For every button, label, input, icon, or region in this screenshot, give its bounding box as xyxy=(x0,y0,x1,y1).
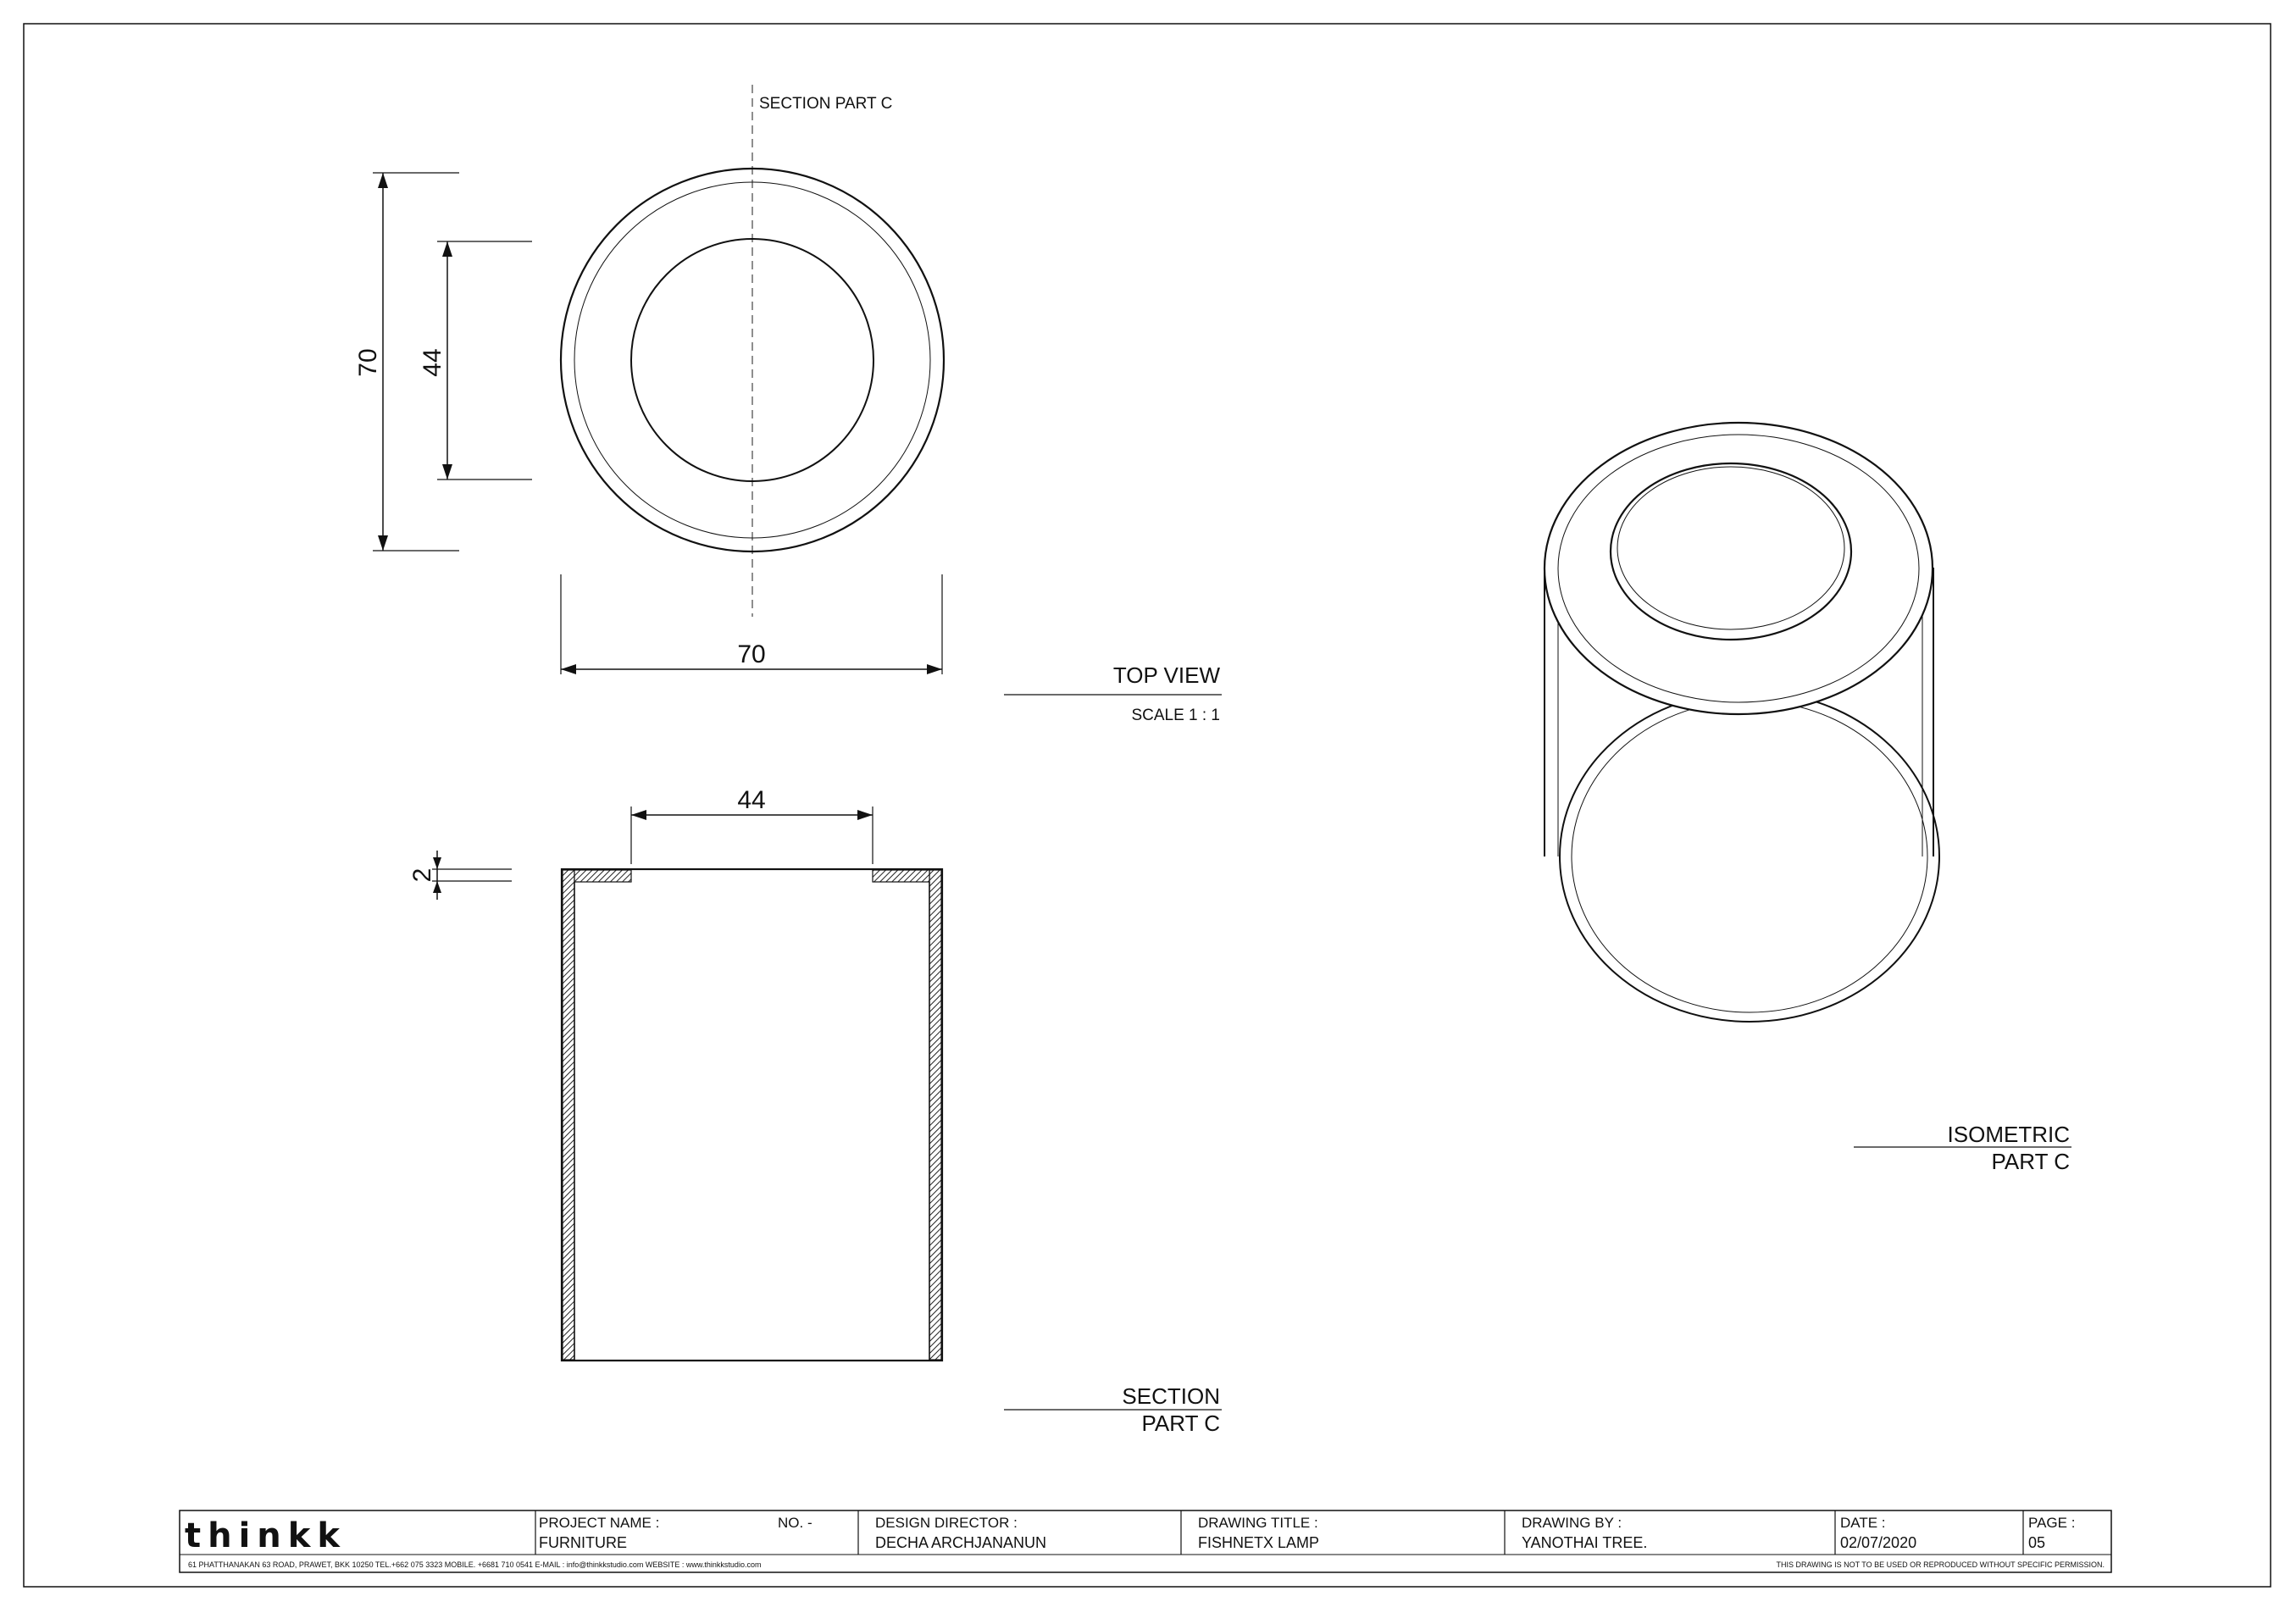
page-label: PAGE : xyxy=(2028,1515,2075,1531)
project-no-label: NO. - xyxy=(778,1515,812,1531)
top-view-inner-circle xyxy=(630,238,874,482)
iso-top-wall-ellipse xyxy=(1557,434,1920,703)
dim-outer-horizontal: 70 xyxy=(737,640,765,668)
iso-title-line2: PART C xyxy=(1992,1149,2070,1174)
drawing-by-label: DRAWING BY : xyxy=(1522,1515,1622,1531)
section-marker-label: SECTION PART C xyxy=(759,95,892,113)
iso-title-line1: ISOMETRIC xyxy=(1948,1122,2070,1147)
sheet-border xyxy=(23,23,2271,1588)
drawing-title-label: DRAWING TITLE : xyxy=(1198,1515,1318,1531)
iso-top-inner-ellipse xyxy=(1609,462,1853,641)
project-name-label: PROJECT NAME : xyxy=(539,1515,659,1531)
top-view-wall-circle xyxy=(574,181,931,539)
dim-outer-vertical: 70 xyxy=(354,348,382,376)
title-block-frame xyxy=(179,1510,2112,1573)
iso-top-outer-ellipse xyxy=(1543,421,1934,716)
top-view-scale: SCALE 1 : 1 xyxy=(1131,707,1220,724)
dim-inner-vertical: 44 xyxy=(419,348,446,376)
design-director-value: DECHA ARCHJANANUN xyxy=(875,1534,1046,1551)
section-title-line1: SECTION xyxy=(1122,1383,1220,1409)
company-logo: thinkk xyxy=(185,1516,347,1555)
dim-opening: 44 xyxy=(737,786,765,814)
dim-thickness: 2 xyxy=(408,868,436,883)
isometric-view: ISOMETRIC PART C xyxy=(1543,421,2071,1174)
title-block: thinkk PROJECT NAME : FURNITURE NO. - DE… xyxy=(179,1510,2112,1573)
iso-bottom-outer-ellipse xyxy=(1559,690,1940,1023)
drawing-title-value: FISHNETX LAMP xyxy=(1198,1534,1319,1551)
section-title-line2: PART C xyxy=(1142,1411,1220,1436)
section-view: 44 2 SECTION PART C xyxy=(408,786,1222,1436)
date-label: DATE : xyxy=(1840,1515,1886,1531)
date-value: 02/07/2020 xyxy=(1840,1534,1916,1551)
section-wall-right xyxy=(929,869,942,1361)
design-director-label: DESIGN DIRECTOR : xyxy=(875,1515,1018,1531)
company-address: 61 PHATTHANAKAN 63 ROAD, PRAWET, BKK 102… xyxy=(188,1560,761,1569)
top-view-title: TOP VIEW xyxy=(1113,662,1221,688)
project-name-value: FURNITURE xyxy=(539,1534,627,1551)
section-lip-right xyxy=(872,869,930,883)
section-outline xyxy=(560,867,944,1362)
top-view-outer-circle xyxy=(559,167,946,553)
copyright-notice: THIS DRAWING IS NOT TO BE USED OR REPROD… xyxy=(1776,1560,2105,1569)
top-view: SECTION PART C 70 44 70 TOP VIEW SCALE 1… xyxy=(354,85,1222,724)
section-wall-left xyxy=(562,869,575,1361)
iso-bottom-inner-ellipse xyxy=(1571,700,1928,1013)
drawing-by-value: YANOTHAI TREE. xyxy=(1522,1534,1647,1551)
page-value: 05 xyxy=(2028,1534,2045,1551)
section-lip-left xyxy=(574,869,632,883)
iso-top-inner-lip xyxy=(1617,466,1845,630)
